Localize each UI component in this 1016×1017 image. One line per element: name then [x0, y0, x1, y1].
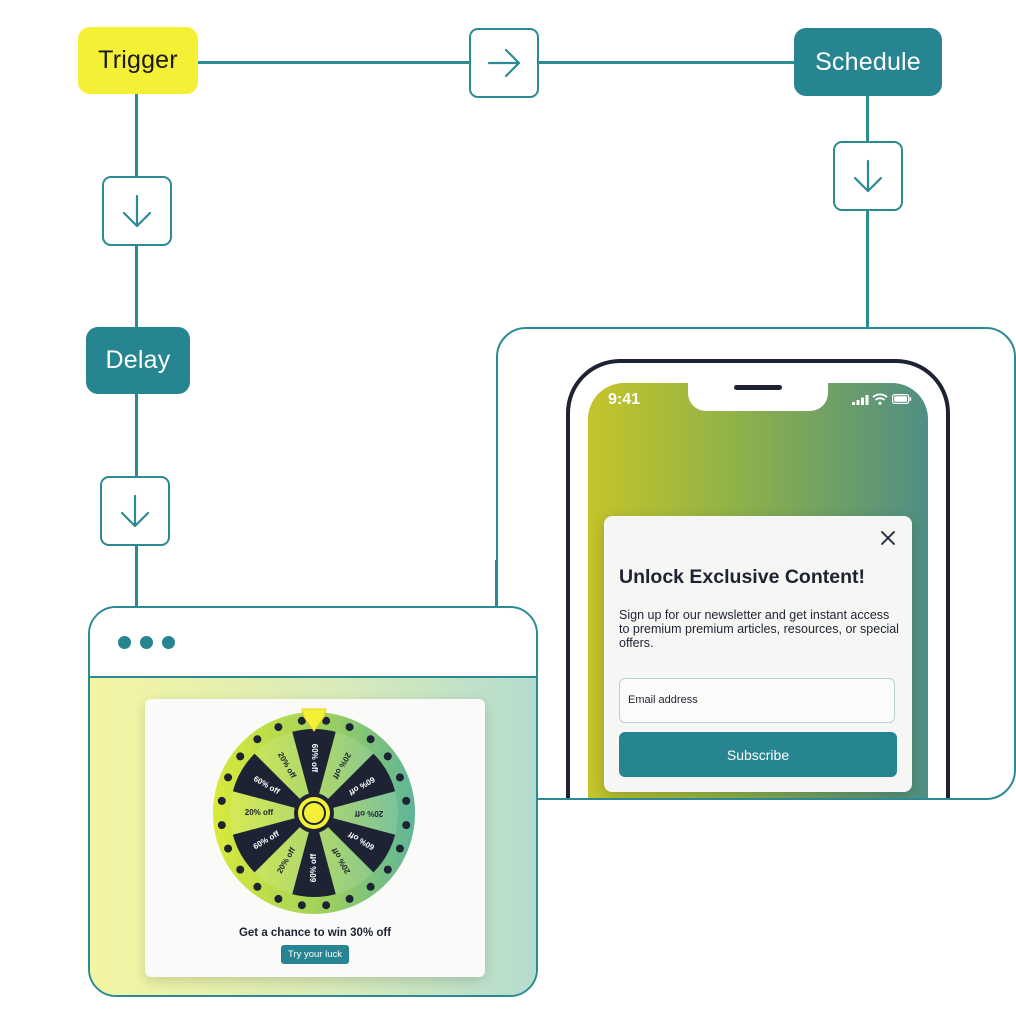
newsletter-popup: Unlock Exclusive Content! Sign up for ou… — [604, 516, 912, 792]
wheel-headline: Get a chance to win 30% off — [238, 927, 392, 939]
wheel-bulb — [217, 796, 226, 805]
trigger-node[interactable]: Trigger — [78, 27, 198, 94]
wheel-segment-label: 60% off — [309, 853, 318, 882]
battery-icon — [892, 394, 912, 404]
wheel-segment — [254, 731, 314, 813]
phone-time: 9:41 — [608, 391, 641, 408]
popup-description: Sign up for our newsletter and get insta… — [619, 608, 899, 650]
wheel-bulb — [395, 844, 404, 853]
trigger-label: Trigger — [98, 46, 178, 74]
phone-panel: 9:41 Unlock Exclusive Content! Sign up f… — [496, 327, 1016, 800]
schedule-node[interactable]: Schedule — [794, 28, 942, 96]
wheel-bulb — [366, 882, 375, 891]
wheel-segment — [232, 753, 314, 813]
wheel-bulb — [402, 796, 411, 805]
wheel-segment-label: 60% off — [310, 744, 319, 773]
wheel-segment — [230, 791, 314, 835]
window-dot-icon — [162, 636, 175, 649]
browser-titlebar — [90, 608, 536, 678]
wheel-bulb — [395, 773, 404, 782]
wheel-segment-label: 20% off — [354, 809, 383, 818]
flow-arrow-down-3 — [833, 141, 903, 211]
try-your-luck-label: Try your luck — [287, 949, 343, 960]
wheel-bulb — [224, 773, 233, 782]
subscribe-button[interactable]: Subscribe — [619, 732, 897, 777]
wheel-bulb — [274, 894, 283, 903]
subscribe-label: Subscribe — [726, 746, 790, 763]
close-icon[interactable] — [880, 530, 896, 546]
email-input[interactable]: Email address — [619, 678, 895, 723]
try-your-luck-button[interactable]: Try your luck — [281, 945, 349, 964]
wheel-segment — [254, 813, 314, 895]
email-placeholder: Email address — [628, 694, 698, 706]
wheel-bulb — [345, 723, 354, 732]
wheel-bulb — [253, 735, 262, 744]
wifi-icon — [872, 393, 888, 405]
wheel-segment — [314, 753, 396, 813]
wheel-bulb — [224, 844, 233, 853]
wheel-bulb — [297, 901, 306, 910]
wheel-segment — [292, 813, 336, 897]
wheel-bulb — [402, 821, 411, 830]
flow-arrow-down-2 — [100, 476, 170, 546]
wheel-segment — [314, 813, 374, 895]
wheel-bulb — [366, 735, 375, 744]
signal-icon — [852, 395, 869, 405]
wheel-bulb — [322, 716, 331, 725]
flow-arrow-down-1 — [102, 176, 172, 246]
flow-arrow-right — [469, 28, 539, 98]
wheel-bulb — [345, 894, 354, 903]
wheel-segment — [314, 813, 396, 873]
arrow-down-icon — [122, 194, 152, 228]
wheel-bulb — [236, 752, 245, 761]
delay-node[interactable]: Delay — [86, 327, 190, 394]
wheel-pointer-icon — [301, 708, 327, 732]
window-dot-icon — [118, 636, 131, 649]
wheel-segment — [314, 731, 374, 813]
phone-notch — [688, 383, 828, 411]
wheel-bulb — [253, 882, 262, 891]
arrow-down-icon — [120, 494, 150, 528]
wheel-bulb — [297, 716, 306, 725]
arrow-down-icon — [853, 159, 883, 193]
wheel-segment — [314, 791, 398, 835]
wheel-bulb — [322, 901, 331, 910]
wheel-hub-inner — [302, 801, 326, 825]
wheel-segment-label: 20% off — [245, 808, 274, 817]
connector-schedule-phone — [866, 94, 869, 328]
window-dot-icon — [140, 636, 153, 649]
wheel-bulb — [217, 821, 226, 830]
schedule-label: Schedule — [815, 47, 921, 76]
wheel-segment — [292, 729, 336, 813]
arrow-right-icon — [487, 48, 521, 78]
delay-label: Delay — [105, 346, 171, 374]
wheel-bulb — [236, 865, 245, 874]
popup-title: Unlock Exclusive Content! — [619, 566, 865, 588]
wheel-bulb — [383, 752, 392, 761]
wheel-bulb — [274, 723, 283, 732]
window-dots — [118, 636, 184, 654]
wheel-bulb — [383, 865, 392, 874]
wheel-segment — [232, 813, 314, 873]
